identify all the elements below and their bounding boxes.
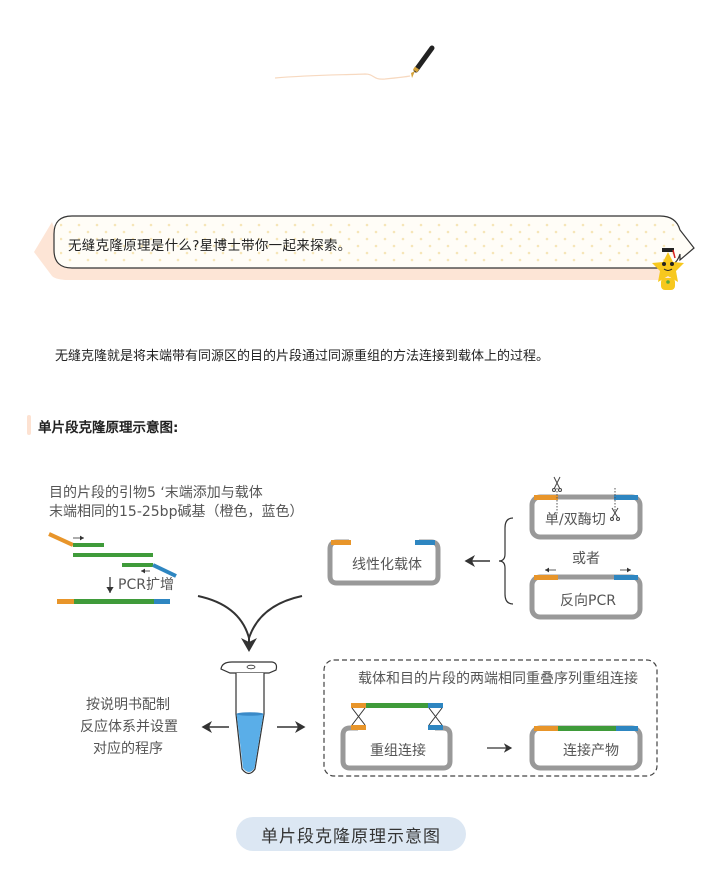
or-label: 或者	[572, 551, 600, 567]
merge-curve-left	[197, 595, 250, 639]
star-doctor-mascot-icon	[652, 248, 684, 290]
section-accent-bar	[27, 415, 31, 435]
primer-fragments	[48, 532, 177, 604]
linear-vector-label: 线性化载体	[352, 557, 422, 573]
forward-primer-orange-tail	[48, 532, 74, 547]
diagram-graphics	[48, 476, 658, 777]
reverse-pcr-label: 反向PCR	[560, 593, 616, 609]
instruction-line1: 按说明书配制	[86, 697, 170, 713]
brace-icon	[498, 517, 514, 605]
caption-pill: 单片段克隆原理示意图	[236, 817, 466, 851]
fountain-pen-icon	[274, 45, 435, 80]
reverse-pcr-vector	[529, 567, 643, 620]
product-orange-end	[57, 599, 74, 604]
merge-curve-right	[248, 595, 303, 639]
primer-note-line2: 末端相同的15-25bp碱基（橙色，蓝色）	[49, 504, 304, 520]
recombination-title: 载体和目的片段的两端相同重叠序列重组连接	[358, 671, 638, 687]
scissors-icon	[610, 507, 620, 521]
caption-text: 单片段克隆原理示意图	[261, 826, 441, 847]
section-title: 单片段克隆原理示意图:	[38, 420, 179, 436]
forward-primer-green	[73, 543, 104, 547]
banner-text: 无缝克隆原理是什么?星博士带你一起来探索。	[68, 238, 352, 254]
template-strand	[73, 553, 153, 557]
reverse-primer-blue-tail	[152, 563, 177, 578]
intro-paragraph: 无缝克隆就是将末端带有同源区的目的片段通过同源重组的方法连接到载体上的过程。	[55, 349, 550, 364]
tube-icon	[220, 661, 278, 775]
product-vector	[529, 725, 643, 771]
instruction-line3: 对应的程序	[93, 741, 163, 757]
digest-label: 单/双酶切	[545, 512, 606, 528]
instruction-line2: 反应体系并设置	[80, 719, 178, 735]
banner-bubble	[34, 215, 695, 280]
digest-vector	[529, 476, 643, 540]
product-blue-end	[154, 599, 170, 604]
recombination-box	[323, 659, 658, 777]
pcr-label: PCR扩增	[118, 577, 174, 593]
recombination-label: 重组连接	[370, 743, 426, 759]
product-label: 连接产物	[563, 743, 619, 759]
reverse-primer-green	[122, 563, 153, 567]
recombination-vector	[340, 703, 453, 771]
primer-note-line1: 目的片段的引物5 ‘末端添加与载体	[49, 485, 263, 501]
linear-vector	[327, 539, 441, 586]
cloning-diagram: 目的片段的引物5 ‘末端添加与载体 末端相同的15-25bp碱基（橙色，蓝色） …	[0, 460, 717, 810]
product-green-insert	[74, 599, 154, 604]
scissors-icon	[552, 476, 562, 492]
